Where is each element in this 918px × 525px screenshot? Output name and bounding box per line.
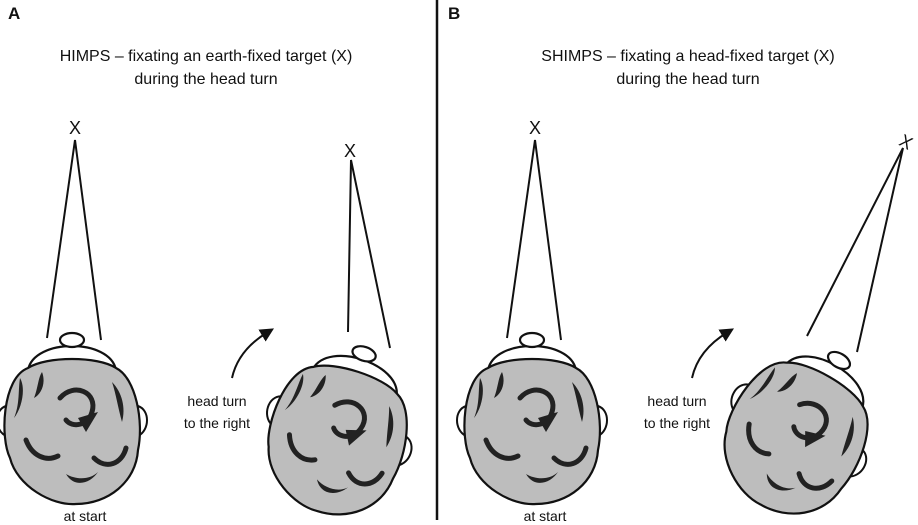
turn-label-line2: to the right: [644, 415, 710, 431]
panel-a: A HIMPS – fixating an earth-fixed target…: [0, 4, 438, 525]
panel-letter: A: [8, 4, 20, 23]
turn-arrow-icon: [691, 328, 735, 379]
start-label: at start: [64, 508, 107, 524]
line-of-sight: [806, 147, 904, 353]
panel-title-line2: during the head turn: [134, 71, 277, 88]
panel-b: B SHIMPS – fixating a head-fixed target …: [448, 4, 916, 525]
turn-arrow-icon: [231, 328, 275, 379]
panel-title-line1: SHIMPS – fixating a head-fixed target (X…: [541, 48, 834, 65]
turn-label-line1: head turn: [187, 393, 246, 409]
line-of-sight: [46, 139, 102, 341]
line-of-sight: [506, 139, 562, 341]
panel-letter: B: [448, 4, 460, 23]
target-x-marker: X: [344, 141, 356, 161]
head-at-start: [457, 333, 607, 504]
turn-label-line1: head turn: [647, 393, 706, 409]
head-turned: [242, 324, 438, 525]
start-label: at start: [524, 508, 567, 524]
panel-title-line2: during the head turn: [616, 71, 759, 88]
panel-title-line1: HIMPS – fixating an earth-fixed target (…: [60, 48, 353, 65]
target-x-marker: X: [69, 118, 81, 138]
head-turned: [692, 317, 907, 525]
target-x-marker: X: [896, 130, 916, 153]
turn-label-line2: to the right: [184, 415, 250, 431]
target-x-marker: X: [529, 118, 541, 138]
line-of-sight: [347, 159, 391, 349]
head-at-start: [0, 333, 147, 504]
